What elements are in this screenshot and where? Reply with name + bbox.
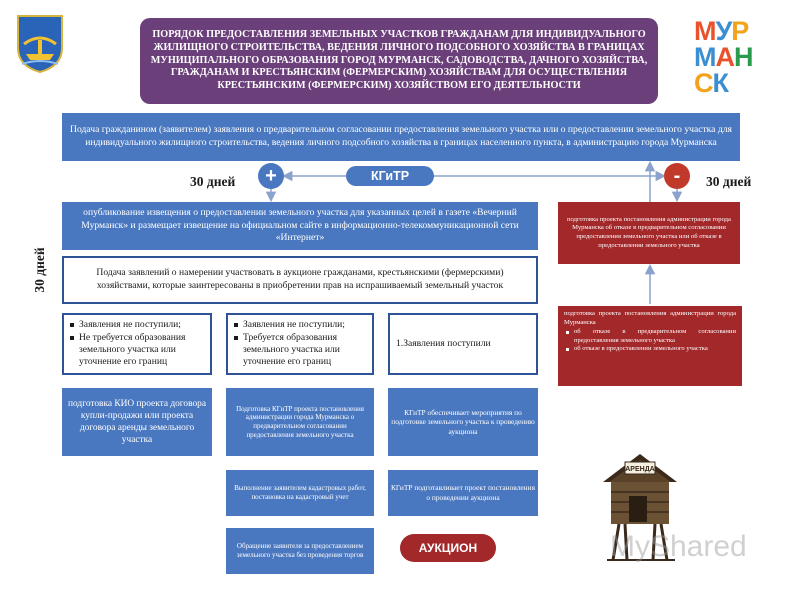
path-auction-resolution: КГиТР подготавливает проект постановлени…	[388, 470, 538, 516]
svg-text:СК: СК	[694, 68, 730, 94]
auction-badge: АУКЦИОН	[400, 534, 496, 562]
refusal-resolution-draft: подготовка проекта постановления админис…	[558, 202, 740, 264]
coat-of-arms-icon	[17, 15, 63, 74]
option1-line: Заявления не поступили;	[70, 319, 204, 331]
refusal-resolution-options: подготовка проекта постановления админис…	[558, 306, 742, 386]
path-preliminary-approval: Подготовка КГиТР проекта постановления а…	[226, 388, 374, 456]
step-publication: опубликование извещения о предоставлении…	[62, 202, 538, 250]
option-no-applications-no-formation: Заявления не поступили; Не требуется обр…	[62, 313, 212, 375]
hut-sign-text: АРЕНДА	[625, 466, 655, 473]
path-contract-draft: подготовка КИО проекта договора купли-пр…	[62, 388, 212, 456]
step-auction-applications: Подача заявлений о намерении участвовать…	[62, 256, 538, 304]
plus-icon: +	[258, 163, 284, 189]
minus-icon: -	[664, 163, 690, 189]
option-applications-received: 1.Заявления поступили	[388, 313, 538, 375]
hut-illustration-icon: АРЕНДА	[603, 454, 677, 561]
refusal-intro: подготовка проекта постановления админис…	[564, 310, 736, 326]
murmansk-logo: МУР МАН СК	[694, 16, 754, 94]
step-application: Подача гражданином (заявителем) заявлени…	[62, 113, 740, 161]
page-title: ПОРЯДОК ПРЕДОСТАВЛЕНИЯ ЗЕМЕЛЬНЫХ УЧАСТКО…	[140, 18, 658, 104]
days-label-right: 30 дней	[706, 174, 752, 189]
refusal-item: об отказе в предоставлении земельного уч…	[564, 345, 736, 354]
refusal-item: об отказе в предварительном согласовании…	[564, 328, 736, 345]
days-label-left: 30 дней	[190, 174, 236, 189]
svg-text:МУР: МУР	[694, 16, 749, 46]
option1-line: Не требуется образования земельного учас…	[70, 332, 204, 369]
option2-line: Заявления не поступили;	[234, 319, 366, 331]
path-request-without-bidding: Обращение заявителя за предоставлением з…	[226, 528, 374, 574]
agency-badge: КГиТР	[346, 166, 434, 186]
path-cadastral-works: Выполнение заявителем кадастровых работ,…	[226, 470, 374, 516]
option-no-applications-formation: Заявления не поступили; Требуется образо…	[226, 313, 374, 375]
watermark-text: MyShared	[610, 530, 747, 563]
days-label-vertical: 30 дней	[32, 247, 47, 293]
option2-line: Требуется образования земельного участка…	[234, 332, 366, 369]
path-auction-preparation: КГиТР обеспечивает мероприятия по подгот…	[388, 388, 538, 456]
svg-text:МАН: МАН	[694, 42, 753, 72]
